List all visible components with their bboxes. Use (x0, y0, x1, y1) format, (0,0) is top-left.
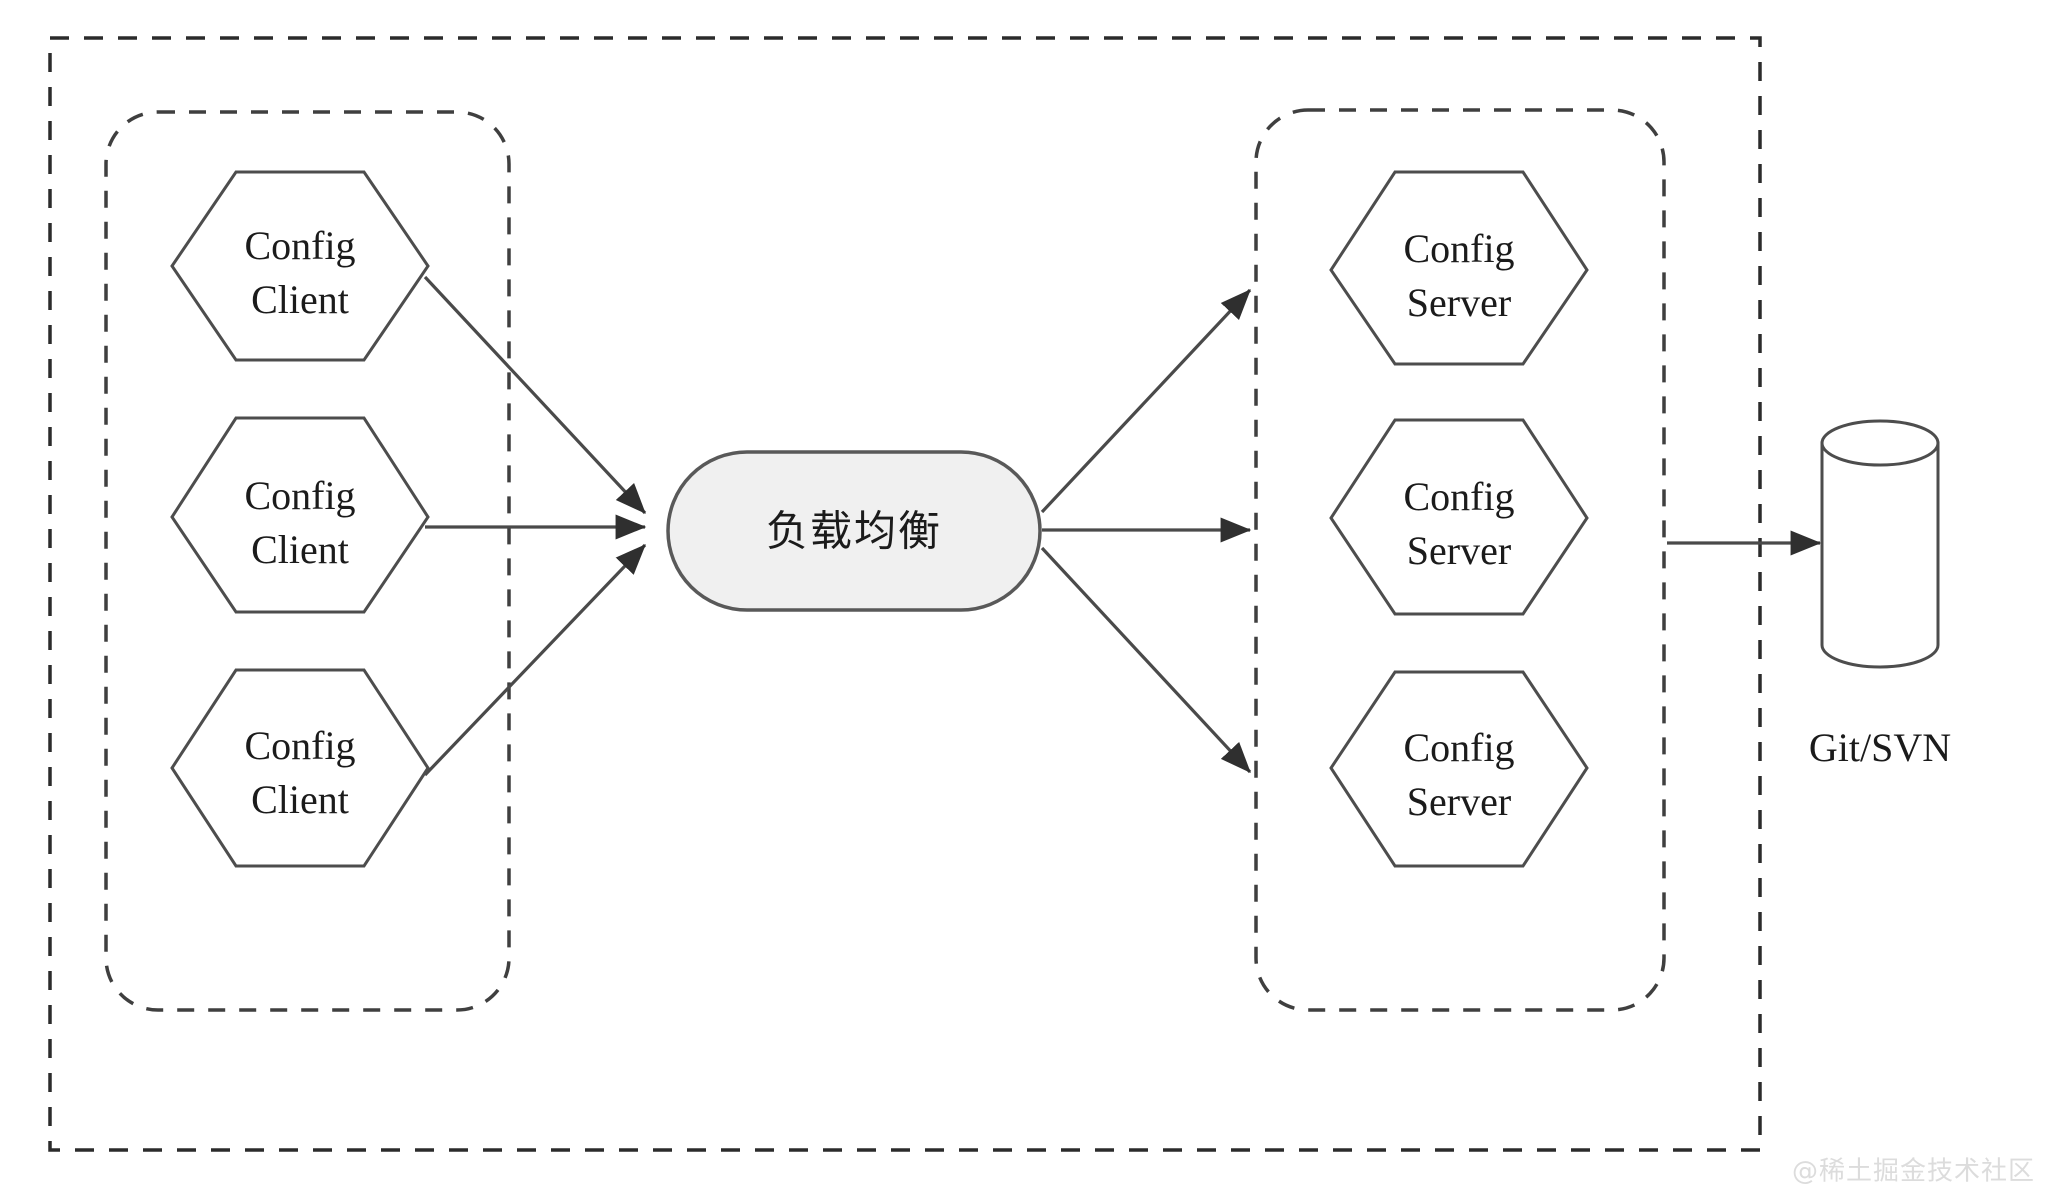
load-balancer-node[interactable]: 负载均衡 (666, 450, 1042, 612)
cylinder-body (1820, 441, 1940, 669)
config-server-label-line2: Server (1407, 779, 1511, 824)
repository-label: Git/SVN (1809, 725, 1951, 770)
hexagon-shape (170, 416, 430, 614)
hexagon-shape (170, 668, 430, 868)
config-client-node-1[interactable]: Config Client (170, 170, 430, 362)
connector-client1-to-load-balancer (423, 275, 647, 515)
config-client-label-line1: Config (244, 723, 355, 768)
config-client-label-line1: Config (244, 473, 355, 518)
config-server-label-line1: Config (1403, 226, 1514, 271)
config-server-label-line2: Server (1407, 528, 1511, 573)
config-client-label-line2: Client (251, 777, 349, 822)
config-client-node-2[interactable]: Config Client (170, 416, 430, 614)
load-balancer-shape (666, 450, 1042, 612)
outer-boundary (48, 36, 1762, 1152)
config-server-node-1[interactable]: Config Server (1329, 170, 1589, 366)
config-server-group (1254, 108, 1666, 1012)
hexagon-shape (1329, 418, 1589, 616)
config-server-node-2[interactable]: Config Server (1329, 418, 1589, 616)
config-server-node-3[interactable]: Config Server (1329, 670, 1589, 868)
config-client-node-3[interactable]: Config Client (170, 668, 430, 868)
config-server-label-line1: Config (1403, 474, 1514, 519)
watermark: @稀土掘金技术社区 (1792, 1157, 2035, 1187)
config-server-label-line2: Server (1407, 280, 1511, 325)
hexagon-shape (170, 170, 430, 362)
load-balancer-label: 负载均衡 (766, 507, 942, 556)
connector-client3-to-load-balancer (423, 543, 647, 777)
config-client-group (104, 110, 511, 1012)
config-server-label-line1: Config (1403, 725, 1514, 770)
hexagon-shape (1329, 170, 1589, 366)
config-client-label-line2: Client (251, 527, 349, 572)
connector-load-balancer-to-server3 (1040, 546, 1252, 774)
config-client-label-line1: Config (244, 223, 355, 268)
cylinder-top (1820, 419, 1940, 467)
repository-node[interactable]: Git/SVN (1809, 419, 1951, 770)
hexagon-shape (1329, 670, 1589, 868)
connector-load-balancer-to-server1 (1040, 288, 1252, 514)
config-client-label-line2: Client (251, 277, 349, 322)
